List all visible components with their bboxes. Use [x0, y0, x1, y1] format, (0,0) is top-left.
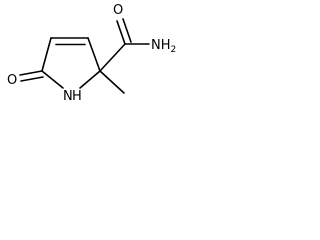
molecule-structure: O N H O NH2: [7, 3, 176, 104]
pyrrolinone-ring: [41, 37, 101, 89]
amide-nitrogen-subscript: 2: [171, 45, 177, 55]
ring-nitrogen-hydrogen-label: H: [72, 89, 82, 104]
bond-c2-o-double: [20, 76, 44, 82]
bond-c2-o: [19, 70, 43, 76]
ring-carbonyl-oxygen-label: O: [7, 73, 17, 88]
bond-c4-c5: [87, 37, 101, 72]
carboxamide-group: [99, 18, 150, 72]
ring-nitrogen-label: N: [63, 89, 73, 104]
amide-nitrogen-group: NH: [151, 38, 171, 53]
bond-c5-methyl: [99, 70, 125, 94]
bond-amide-c-o-double: [122, 18, 132, 43]
bond-c3-c2: [41, 37, 52, 72]
amide-oxygen-label: O: [113, 3, 123, 18]
bond-c5-amide-carbon: [99, 43, 126, 72]
bond-c2-n1: [41, 70, 64, 89]
bond-amide-c-o: [116, 20, 126, 45]
amide-nitrogen-label: NH2: [151, 38, 176, 55]
bond-n1-c5: [79, 70, 101, 89]
ring-carbonyl: [19, 70, 44, 82]
